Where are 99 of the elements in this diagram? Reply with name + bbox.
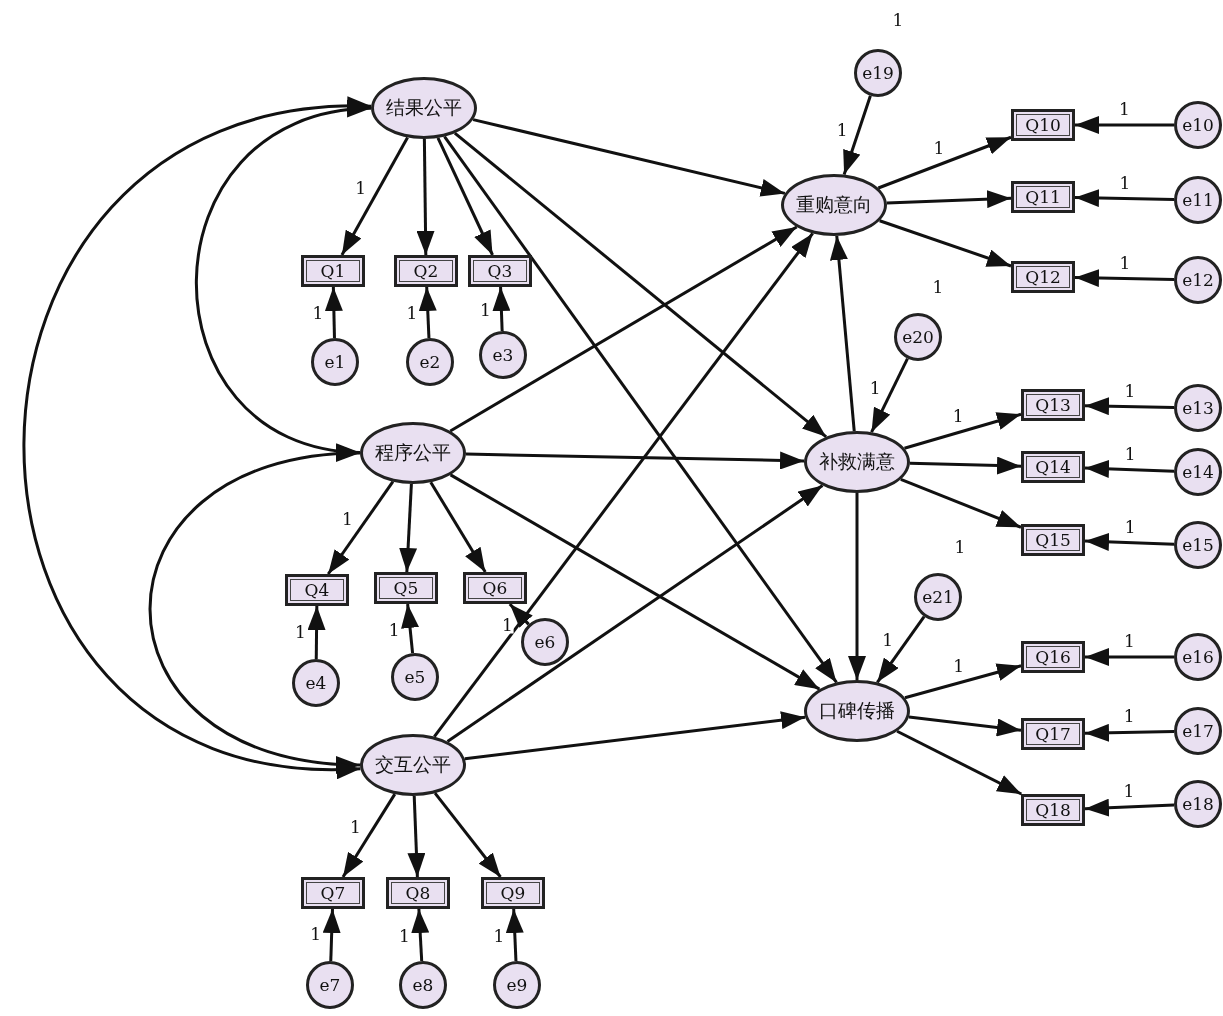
arrow (904, 412, 1022, 450)
arrow (449, 225, 798, 433)
indicator-box: Q11 (1011, 181, 1075, 213)
edge-label: 1 (1123, 445, 1137, 463)
error-circle: e7 (306, 961, 354, 1009)
error-circle: e19 (854, 49, 902, 97)
latent-ellipse: 重购意向 (781, 174, 887, 236)
arrow (1085, 648, 1174, 666)
arrow (465, 451, 805, 470)
error-circle: e3 (479, 331, 527, 379)
edge-label: 1 (1118, 100, 1131, 118)
error-circle: e10 (1174, 101, 1222, 149)
edge-label: 1 (835, 121, 849, 139)
indicator-box: Q1 (301, 255, 365, 287)
error-circle: e5 (391, 653, 439, 701)
latent-ellipse: 结果公平 (371, 77, 477, 139)
arrow (399, 483, 418, 573)
indicator-box: Q7 (301, 877, 365, 909)
arrow (848, 493, 866, 680)
indicator-box: Q15 (1021, 524, 1085, 556)
edge-label: 1 (341, 510, 354, 528)
error-circle: e12 (1174, 256, 1222, 304)
arrow (464, 711, 806, 761)
arrow (411, 908, 430, 962)
error-circle: e15 (1174, 521, 1222, 569)
edge-label: 1 (1123, 518, 1137, 536)
arrow (324, 286, 343, 339)
covariance-arrow (22, 99, 372, 777)
edge-label: 1 (868, 379, 882, 397)
indicator-box: Q13 (1021, 389, 1085, 421)
error-circle: e21 (914, 573, 962, 621)
arrow (1084, 723, 1175, 742)
indicator-box: Q12 (1011, 261, 1075, 293)
arrow (1074, 269, 1175, 288)
indicator-box: Q2 (394, 255, 458, 287)
indicator-box: Q18 (1021, 794, 1085, 826)
arrow (909, 456, 1022, 475)
error-circle: e9 (493, 961, 541, 1009)
arrow (886, 190, 1012, 209)
error-circle: e14 (1174, 448, 1222, 496)
arrow (322, 908, 341, 962)
arrow (904, 663, 1022, 700)
latent-ellipse: 交互公平 (360, 734, 466, 796)
arrow (829, 235, 856, 432)
error-circle: e16 (1174, 633, 1222, 681)
arrow (1084, 532, 1175, 551)
error-circle: e2 (406, 338, 454, 386)
indicator-box: Q6 (463, 572, 527, 604)
edge-label: 1 (1123, 632, 1136, 650)
arrow (418, 286, 437, 339)
arrow (436, 137, 494, 256)
arrow (416, 138, 435, 255)
latent-ellipse: 程序公平 (360, 422, 466, 484)
indicator-box: Q17 (1021, 718, 1085, 750)
arrow (1084, 459, 1175, 478)
arrow (896, 729, 1022, 796)
arrow (453, 132, 828, 438)
arrow (446, 484, 824, 743)
latent-ellipse: 口碑传播 (804, 680, 910, 742)
edge-label: 1 (294, 623, 307, 641)
indicator-box: Q4 (285, 574, 349, 606)
arrow (1084, 397, 1175, 416)
arrow (401, 603, 419, 654)
arrow (505, 908, 524, 962)
arrow (307, 606, 326, 659)
latent-ellipse: 补救满意 (804, 431, 910, 493)
error-circle: e1 (311, 338, 359, 386)
arrow (1074, 189, 1175, 208)
error-circle: e4 (292, 659, 340, 707)
arrow (870, 357, 909, 433)
error-circle: e11 (1174, 176, 1222, 224)
indicator-box: Q8 (386, 877, 450, 909)
indicator-box: Q5 (374, 572, 438, 604)
covariance-arrow (148, 446, 361, 772)
arrow (472, 118, 786, 197)
indicator-box: Q10 (1011, 109, 1075, 141)
edge-label: 1 (387, 621, 401, 639)
error-circle: e8 (399, 961, 447, 1009)
arrow (1075, 116, 1174, 134)
indicator-box: Q9 (481, 877, 545, 909)
error-circle: e17 (1174, 707, 1222, 755)
arrow (407, 795, 426, 878)
edge-label: 1 (951, 407, 965, 425)
arrow (449, 473, 821, 691)
error-circle: e18 (1174, 780, 1222, 828)
arrow (879, 219, 1012, 268)
error-circle: e6 (521, 618, 569, 666)
indicator-box: Q3 (468, 255, 532, 287)
arrow (842, 95, 872, 176)
arrow (508, 603, 533, 628)
indicator-box: Q14 (1021, 451, 1085, 483)
indicator-box: Q16 (1021, 641, 1085, 673)
edge-label: 1 (1122, 707, 1136, 725)
arrow (492, 286, 511, 332)
error-circle: e20 (894, 313, 942, 361)
arrow (908, 715, 1022, 737)
edge-label: 1 (501, 616, 514, 634)
error-circle: e13 (1174, 384, 1222, 432)
arrow (1084, 798, 1175, 817)
